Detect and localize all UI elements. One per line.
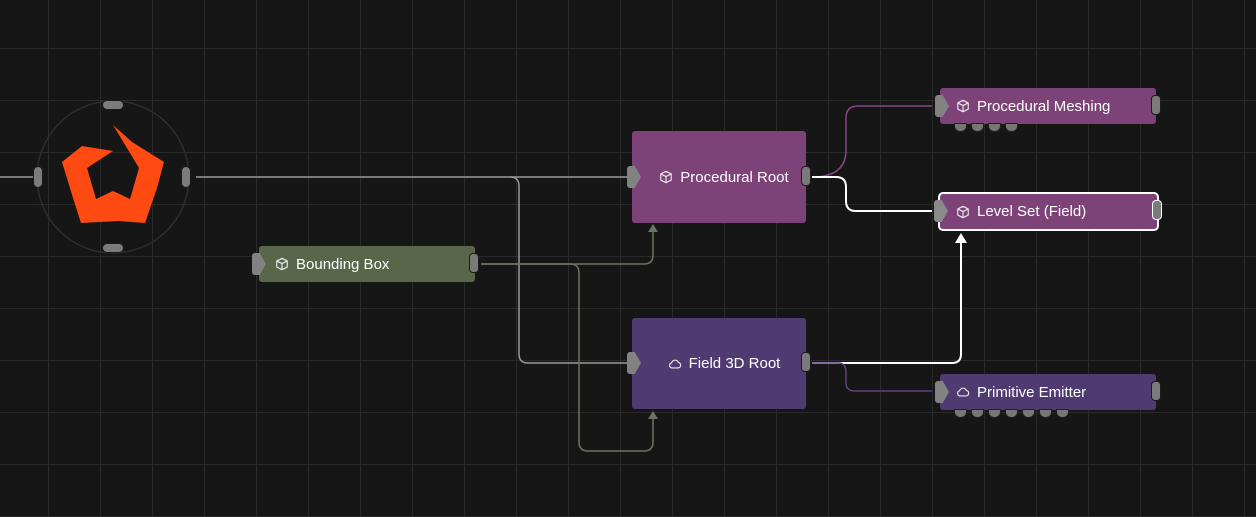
node-label: Level Set (Field) [977, 203, 1087, 220]
node-label: Procedural Meshing [977, 97, 1111, 115]
wire-bbox-to-field-3d-root [481, 263, 654, 452]
node-label: Primitive Emitter [977, 383, 1087, 401]
level-set-output-port[interactable] [1152, 200, 1162, 220]
procedural-meshing-input-port[interactable] [935, 95, 949, 117]
arrow-level-set-bottom [955, 233, 967, 243]
hub-node[interactable] [33, 100, 191, 257]
primitive-emitter-slot-4[interactable] [1005, 409, 1018, 418]
bounding-box-input-port[interactable] [252, 253, 266, 275]
arrow-procedural-root-bottom [648, 224, 658, 232]
brand-logo-icon [62, 125, 164, 223]
wire-procedural-root-to-meshing [811, 105, 932, 178]
node-bounding-box[interactable]: Bounding Box [259, 246, 475, 282]
node-label: Field 3D Root [688, 355, 781, 372]
arrow-field-root-bottom [648, 411, 658, 419]
node-procedural-root[interactable]: Procedural Root [632, 131, 806, 223]
cube-icon [957, 205, 969, 218]
procedural-meshing-output-port[interactable] [1151, 95, 1161, 115]
cube-icon [276, 257, 288, 271]
wire-bbox-to-procedural-root [481, 229, 654, 265]
procedural-meshing-slot-2[interactable] [971, 123, 984, 132]
node-level-set-field[interactable]: Level Set (Field) [938, 192, 1159, 231]
primitive-emitter-slot-1[interactable] [954, 409, 967, 418]
primitive-emitter-output-port[interactable] [1151, 381, 1161, 401]
level-set-input-port[interactable] [934, 200, 948, 222]
node-label: Procedural Root [680, 168, 789, 186]
primitive-emitter-input-port[interactable] [935, 381, 949, 403]
node-field-3d-root[interactable]: Field 3D Root [632, 318, 806, 409]
field-3d-root-output-port[interactable] [801, 352, 811, 372]
cube-icon [660, 170, 673, 184]
hub-port-bottom[interactable] [102, 243, 124, 253]
node-label: Bounding Box [296, 255, 390, 273]
procedural-meshing-slot-3[interactable] [988, 123, 1001, 132]
bounding-box-output-port[interactable] [469, 253, 479, 273]
primitive-emitter-slot-5[interactable] [1022, 409, 1035, 418]
wire-hub-to-field-3d-root [509, 176, 628, 364]
hub-port-right[interactable] [181, 166, 191, 188]
procedural-root-output-port[interactable] [801, 166, 811, 186]
procedural-meshing-slot-1[interactable] [954, 123, 967, 132]
hub-port-top[interactable] [102, 100, 124, 110]
wire-field-root-to-level-set [812, 240, 962, 364]
cloud-icon [957, 387, 970, 397]
hub-port-left[interactable] [33, 166, 43, 188]
cube-icon [957, 99, 969, 113]
primitive-emitter-slot-6[interactable] [1039, 409, 1052, 418]
node-primitive-emitter[interactable]: Primitive Emitter [940, 374, 1156, 410]
primitive-emitter-slot-2[interactable] [971, 409, 984, 418]
field-3d-root-input-port[interactable] [627, 352, 641, 374]
wire-procedural-root-to-level-set [812, 176, 932, 212]
wire-field-root-to-emitter [812, 362, 932, 392]
cloud-icon [668, 359, 681, 369]
procedural-root-input-port[interactable] [627, 166, 641, 188]
node-procedural-meshing[interactable]: Procedural Meshing [940, 88, 1156, 124]
procedural-meshing-slot-4[interactable] [1005, 123, 1018, 132]
primitive-emitter-slot-7[interactable] [1056, 409, 1069, 418]
primitive-emitter-slot-3[interactable] [988, 409, 1001, 418]
